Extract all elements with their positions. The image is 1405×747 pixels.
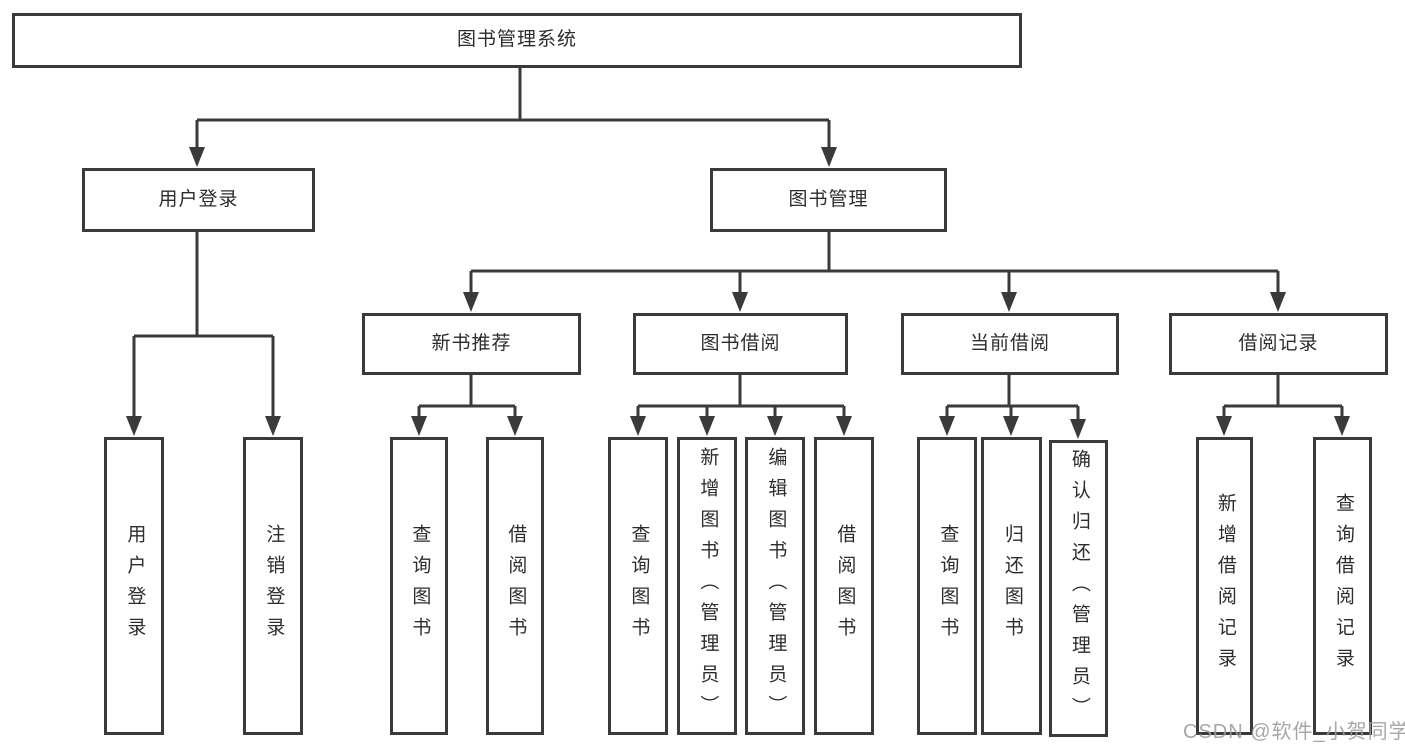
arrowhead (1270, 292, 1286, 312)
node-user-login: 用户登录 (82, 168, 315, 232)
leaf-borrow-books: 借阅图书 (814, 437, 874, 735)
arrowhead (939, 416, 955, 436)
node-library-system: 图书管理系统 (12, 13, 1022, 68)
arrowheads (126, 147, 1350, 439)
leaf-query-books-current: 查询图书 (917, 437, 977, 735)
leaf-borrow-books-recommend: 借阅图书 (486, 437, 544, 735)
node-book-management: 图书管理 (710, 168, 947, 232)
arrowhead (1216, 416, 1232, 436)
leaf-query-books-borrow: 查询图书 (608, 437, 668, 735)
arrowhead (836, 416, 852, 436)
arrowhead (1003, 416, 1019, 436)
leaf-add-borrow-record: 新增借阅记录 (1196, 437, 1253, 735)
arrowhead (265, 416, 281, 436)
arrowhead (821, 147, 837, 167)
csdn-watermark: CSDN @软件_小贺同学 (1183, 721, 1405, 743)
arrowhead (189, 147, 205, 167)
node-borrow-records: 借阅记录 (1169, 313, 1388, 375)
leaf-confirm-return-admin: 确认归还（管理员） (1049, 440, 1108, 737)
arrowhead (1001, 292, 1017, 312)
leaf-logout: 注销登录 (243, 437, 303, 735)
leaf-query-borrow-record: 查询借阅记录 (1313, 437, 1372, 735)
leaf-edit-book-admin: 编辑图书（管理员） (745, 437, 805, 735)
arrowhead (1334, 416, 1350, 436)
leaf-return-books: 归还图书 (981, 437, 1042, 735)
arrowhead (732, 292, 748, 312)
node-current-borrow: 当前借阅 (901, 313, 1119, 375)
arrowhead (630, 416, 646, 436)
leaf-add-book-admin: 新增图书（管理员） (677, 437, 737, 735)
node-new-book-recommend: 新书推荐 (362, 313, 581, 375)
arrowhead (507, 416, 523, 436)
arrowhead (699, 416, 715, 436)
leaf-query-books-recommend: 查询图书 (390, 437, 448, 735)
arrowhead (767, 416, 783, 436)
arrowhead (463, 292, 479, 312)
arrowhead (126, 416, 142, 436)
node-book-borrow: 图书借阅 (633, 313, 848, 375)
leaf-user-login: 用户登录 (104, 437, 164, 735)
connector-segments (132, 68, 1344, 419)
arrowhead (411, 416, 427, 436)
arrowhead (1070, 419, 1086, 439)
